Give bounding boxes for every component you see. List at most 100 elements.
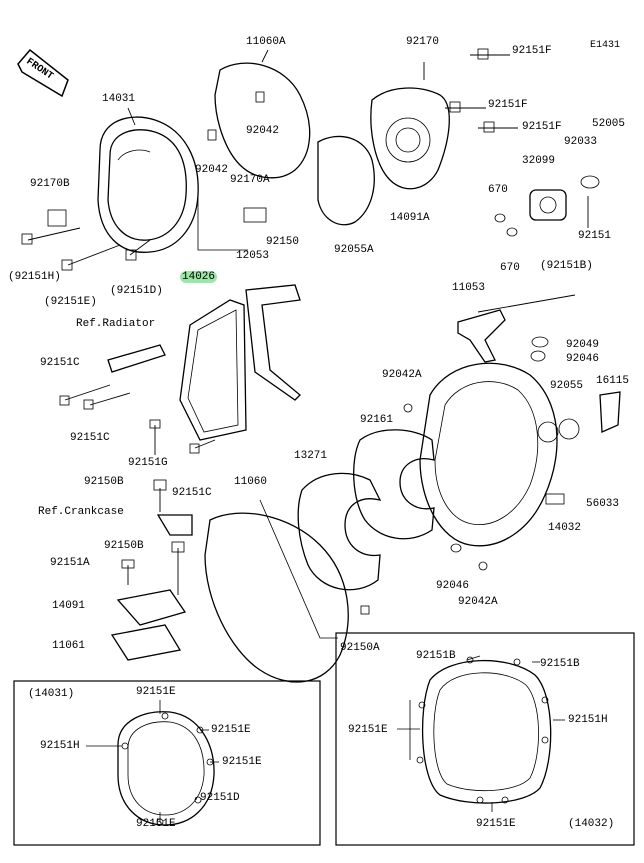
part-label-14091[interactable]: 14091 xyxy=(52,600,86,612)
part-label-14026-highlighted[interactable]: 14026 xyxy=(180,271,218,283)
part-label-92150B[interactable]: 92150B xyxy=(104,540,144,552)
oring-92055 xyxy=(558,418,580,440)
bolt-icon xyxy=(59,384,216,455)
bolt-icon xyxy=(477,294,576,313)
leader-line xyxy=(197,185,248,251)
part-label-12053[interactable]: 12053 xyxy=(236,250,270,262)
inset-left-title: (14031) xyxy=(28,688,75,700)
part-label-92151G[interactable]: 92151G xyxy=(128,457,168,469)
bracket-92170B xyxy=(47,209,67,227)
label-56033 xyxy=(545,493,565,505)
part-label-92151E[interactable]: 92151E xyxy=(222,756,262,768)
part-label-92151B[interactable]: 92151B xyxy=(540,658,580,670)
gasket-92055A xyxy=(317,135,375,226)
part-label-92151F[interactable]: 92151F xyxy=(488,99,528,111)
part-label-92046[interactable]: 92046 xyxy=(436,580,470,592)
part-label-13271[interactable]: 13271 xyxy=(294,450,328,462)
part-label-56033[interactable]: 56033 xyxy=(586,498,620,510)
screw-icon xyxy=(445,48,518,133)
ref-label-radiator[interactable]: Ref.Radiator xyxy=(76,318,156,330)
inset-cover-14031 xyxy=(117,711,215,826)
cover-14091 xyxy=(110,541,187,661)
cover-14026 xyxy=(179,299,247,441)
part-label-92151[interactable]: 92151 xyxy=(578,230,612,242)
cover-14091A xyxy=(370,62,450,190)
part-label-11060[interactable]: 11060 xyxy=(234,476,268,488)
part-label-14091A[interactable]: 14091A xyxy=(390,212,430,224)
gasket-11060 xyxy=(204,512,349,683)
part-label-92150A[interactable]: 92150A xyxy=(340,642,380,654)
part-label-16115[interactable]: 16115 xyxy=(596,375,630,387)
part-label-92042A[interactable]: 92042A xyxy=(458,596,498,608)
part-label-92151H[interactable]: (92151H) xyxy=(8,271,61,283)
plate-92161 xyxy=(353,429,435,540)
part-label-92042[interactable]: 92042 xyxy=(246,125,280,137)
part-label-92151H[interactable]: 92151H xyxy=(568,714,608,726)
generator-cover-14031 xyxy=(97,107,199,253)
part-label-92150B[interactable]: 92150B xyxy=(84,476,124,488)
part-label-11053[interactable]: 11053 xyxy=(452,282,486,294)
part-label-92151E[interactable]: 92151E xyxy=(211,724,251,736)
part-label-92151C[interactable]: 92151C xyxy=(70,432,110,444)
washer-92049 xyxy=(531,336,549,348)
part-label-92151H[interactable]: 92151H xyxy=(40,740,80,752)
part-label-32099[interactable]: 32099 xyxy=(522,155,556,167)
part-label-92055[interactable]: 92055 xyxy=(550,380,584,392)
part-label-92151E[interactable]: 92151E xyxy=(136,686,176,698)
pump-32099 xyxy=(494,175,600,237)
part-label-92151E[interactable]: 92151E xyxy=(348,724,388,736)
part-label-92151B[interactable]: (92151B) xyxy=(540,260,593,272)
part-label-92151D[interactable]: (92151D) xyxy=(110,285,163,297)
clutch-cover-14032 xyxy=(419,362,559,547)
part-label-11060A[interactable]: 11060A xyxy=(246,36,286,48)
part-label-92151E[interactable]: 92151E xyxy=(476,818,516,830)
part-label-92170A[interactable]: 92170A xyxy=(230,174,270,186)
washer-92046 xyxy=(530,350,546,362)
part-label-92150[interactable]: 92150 xyxy=(266,236,300,248)
part-label-14031[interactable]: 14031 xyxy=(102,93,136,105)
part-label-52005[interactable]: 52005 xyxy=(592,118,626,130)
part-label-92151B[interactable]: 92151B xyxy=(416,650,456,662)
radiator-ref-bracket xyxy=(107,344,166,373)
washer-92046 xyxy=(450,543,462,553)
part-label-92042[interactable]: 92042 xyxy=(195,164,229,176)
part-label-670[interactable]: 670 xyxy=(488,184,508,196)
leader-line xyxy=(86,655,565,822)
dowel-pin xyxy=(403,403,413,413)
part-label-14032[interactable]: 14032 xyxy=(548,522,582,534)
bolt-icon xyxy=(360,605,370,615)
part-label-92046[interactable]: 92046 xyxy=(566,353,600,365)
part-label-92170[interactable]: 92170 xyxy=(406,36,440,48)
inset-right-title: (14032) xyxy=(568,818,615,830)
dowel-pin xyxy=(255,91,265,103)
part-label-11061[interactable]: 11061 xyxy=(52,640,86,652)
part-label-92151E[interactable]: (92151E) xyxy=(44,296,97,308)
crankcase-bracket xyxy=(153,479,193,536)
guide-12053 xyxy=(245,284,301,401)
inset-cover-14032 xyxy=(416,656,552,804)
part-label-92151D[interactable]: 92151D xyxy=(200,792,240,804)
part-label-670[interactable]: 670 xyxy=(500,262,520,274)
part-label-92151E[interactable]: 92151E xyxy=(136,818,176,830)
part-label-92049[interactable]: 92049 xyxy=(566,339,600,351)
part-label-92055A[interactable]: 92055A xyxy=(334,244,374,256)
ref-label-crankcase[interactable]: Ref.Crankcase xyxy=(38,506,124,518)
inset-box-right xyxy=(335,632,635,846)
inset-box-left xyxy=(13,680,321,846)
part-label-92151C[interactable]: 92151C xyxy=(40,357,80,369)
dowel-pin xyxy=(207,129,217,141)
part-label-92161[interactable]: 92161 xyxy=(360,414,394,426)
part-label-92151A[interactable]: 92151A xyxy=(50,557,90,569)
leader-line xyxy=(259,499,338,639)
part-label-92151C[interactable]: 92151C xyxy=(172,487,212,499)
part-label-92170B[interactable]: 92170B xyxy=(30,178,70,190)
part-label-92151F[interactable]: 92151F xyxy=(512,45,552,57)
part-label-92042A[interactable]: 92042A xyxy=(382,369,422,381)
gasket-11060A xyxy=(214,49,311,179)
part-label-92033[interactable]: 92033 xyxy=(564,136,598,148)
dowel-pin xyxy=(478,561,488,571)
part-label-92151F[interactable]: 92151F xyxy=(522,121,562,133)
bolt-icon xyxy=(21,227,151,271)
